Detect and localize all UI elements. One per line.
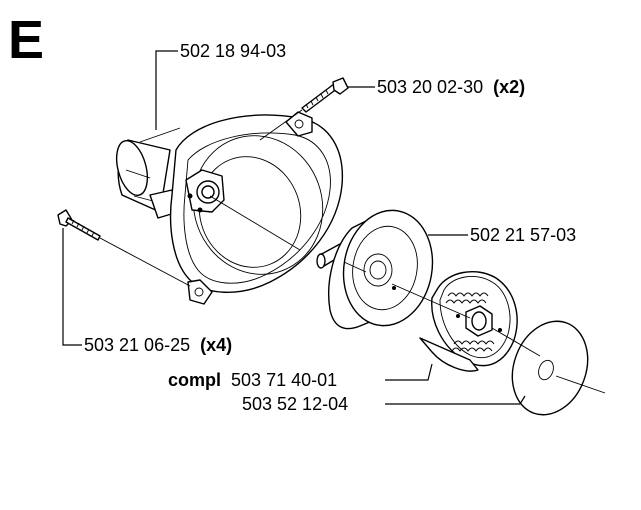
part-prefix: compl: [168, 370, 221, 390]
section-letter: E: [8, 10, 44, 70]
leader-line-503-21-06-25: [62, 228, 82, 346]
part-label-503-20-02-30: 503 20 02-30 (x2): [377, 77, 525, 97]
clutch-housing: [115, 111, 344, 305]
screw-short-axis-line: [259, 109, 303, 141]
screw-long: [57, 209, 101, 241]
part-quantity: (x4): [200, 335, 232, 355]
assembly-axis-line: [209, 195, 606, 394]
leader-line-503-52-12-04: [385, 395, 526, 405]
part-quantity: (x2): [493, 77, 525, 97]
clutch-shoe-assembly: [419, 271, 518, 372]
part-number: 503 52 12-04: [242, 394, 348, 414]
part-number: 502 18 94-03: [180, 41, 286, 61]
screw-long-axis-line: [99, 237, 191, 287]
screw-short: [301, 77, 349, 113]
leader-line-503-71-40-01: [385, 363, 433, 381]
washer: [511, 320, 589, 416]
part-label-503-71-40-01: compl 503 71 40-01: [168, 370, 337, 390]
part-label-502-21-57-03: 502 21 57-03: [470, 225, 576, 245]
leader-line-502-18-94-03: [155, 50, 178, 130]
part-label-502-18-94-03: 502 18 94-03: [180, 41, 286, 61]
part-number: 503 20 02-30: [377, 77, 483, 97]
part-number: 502 21 57-03: [470, 225, 576, 245]
part-number: 503 71 40-01: [231, 370, 337, 390]
part-label-503-21-06-25: 503 21 06-25 (x4): [84, 335, 232, 355]
part-number: 503 21 06-25: [84, 335, 190, 355]
part-label-503-52-12-04: 503 52 12-04: [242, 394, 348, 414]
clutch-drum: [316, 209, 434, 330]
